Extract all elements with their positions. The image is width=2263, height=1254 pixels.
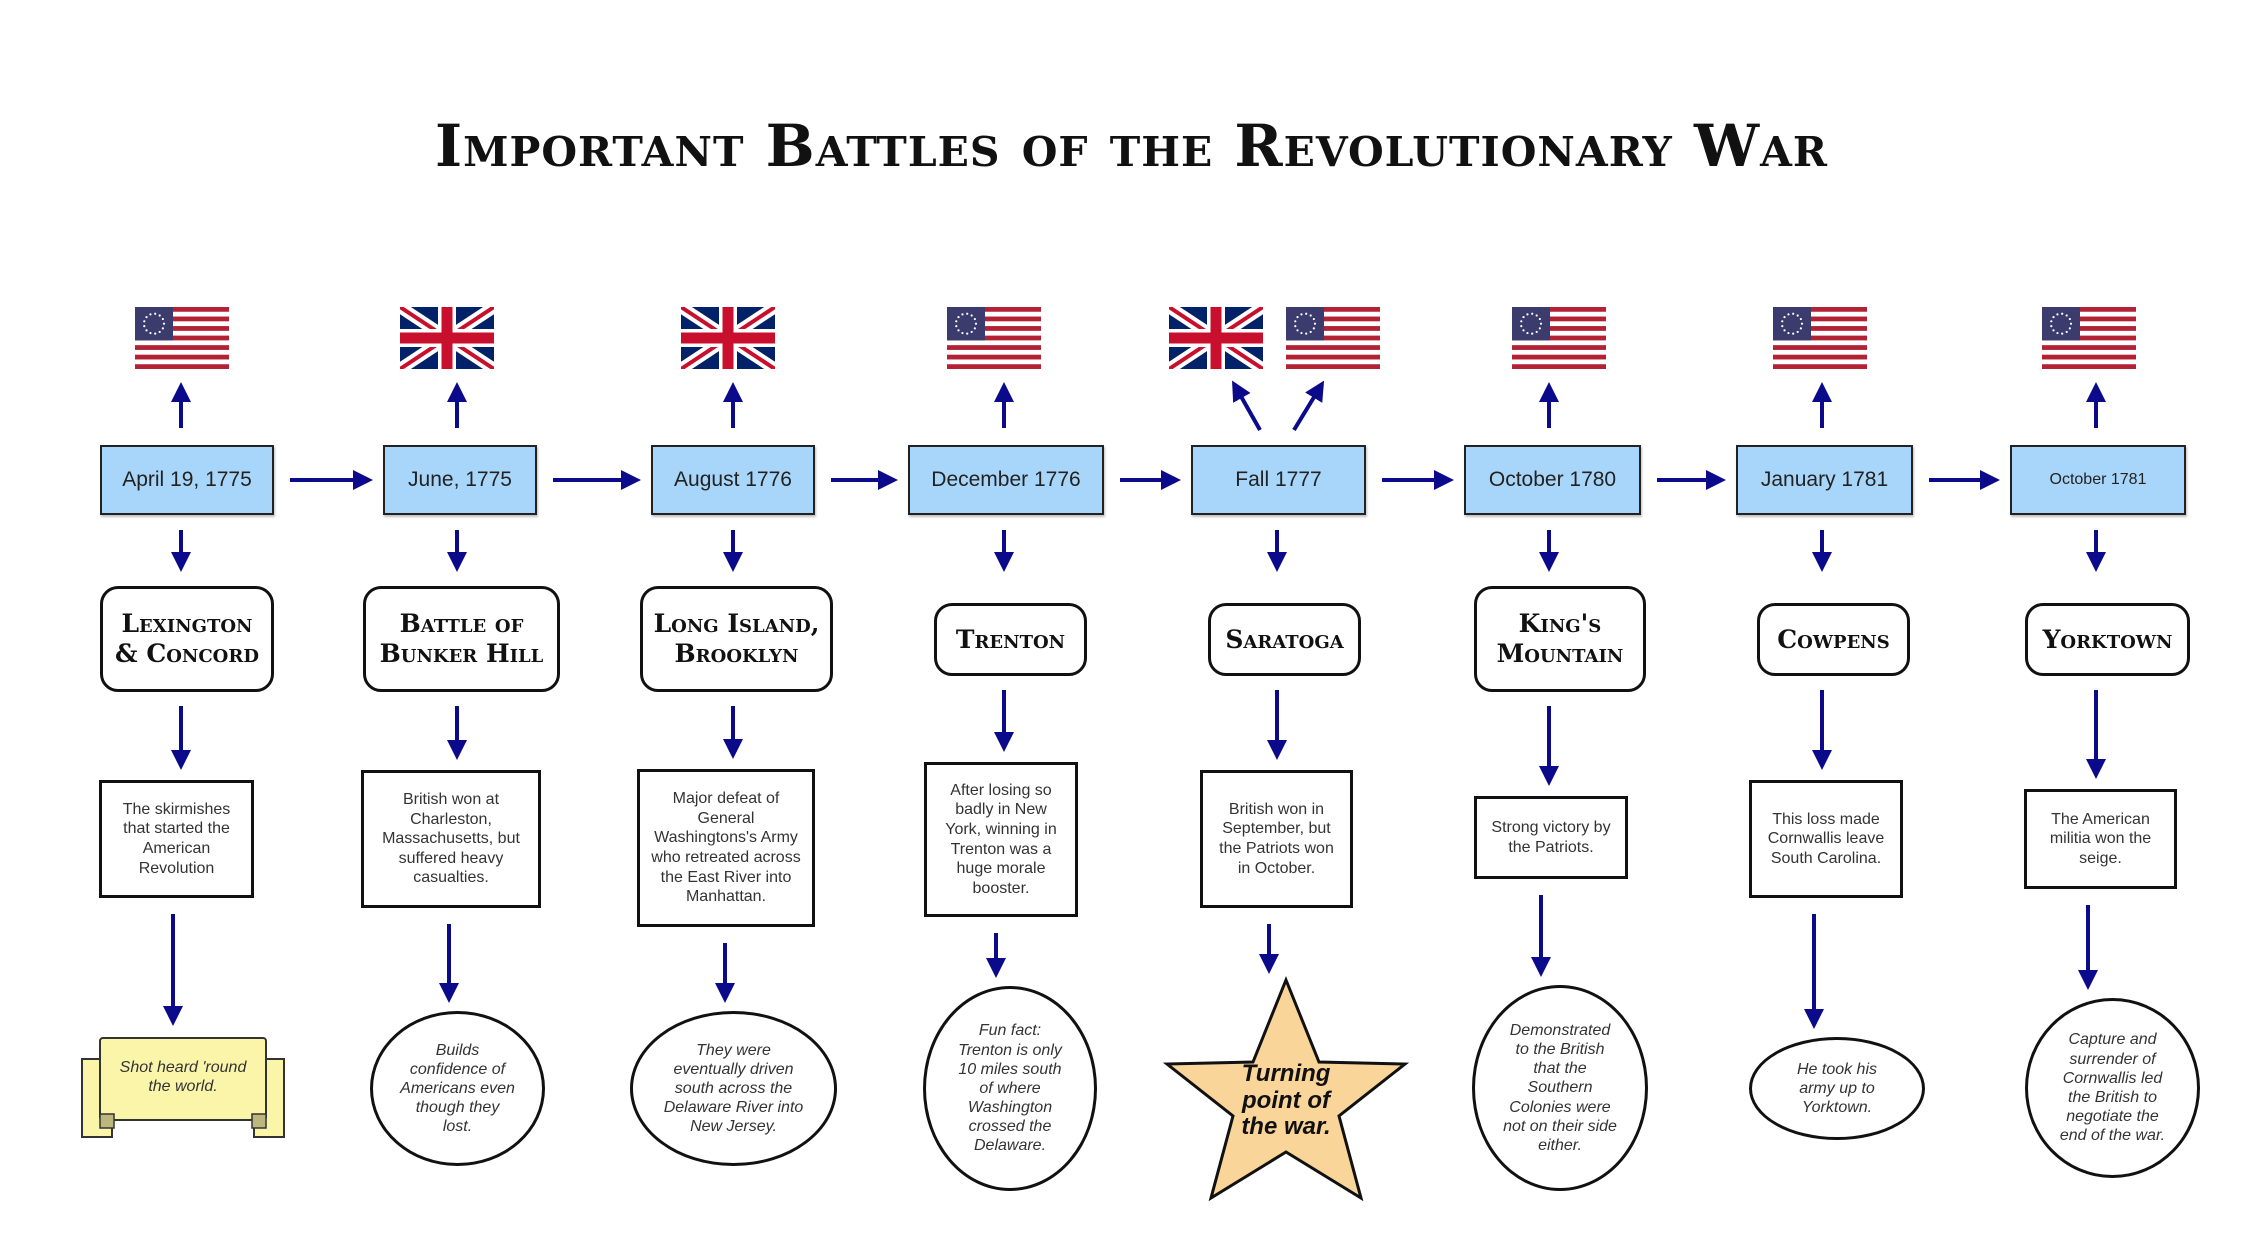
battle-name-box: Lexington & Concord [100, 586, 274, 692]
note-scroll-text: Shot heard 'round the world. [119, 1058, 247, 1095]
up-arrow [1232, 380, 1262, 431]
battle-name-box: Cowpens [1757, 603, 1910, 676]
british-flag-icon [396, 301, 498, 375]
date-box: October 1781 [2010, 445, 2186, 515]
date-box: January 1781 [1736, 445, 1913, 515]
battle-name-box: Battle of Bunker Hill [363, 586, 560, 692]
note-ellipse: He took his army up to Yorktown. [1749, 1037, 1925, 1140]
british-flag-icon [1165, 301, 1267, 375]
description-box: Strong victory by the Patriots. [1474, 796, 1628, 879]
battle-name-box: Trenton [934, 603, 1087, 676]
battle-name-box: Saratoga [1208, 603, 1361, 676]
british-flag-icon [677, 301, 779, 375]
note-ellipse: They were eventually driven south across… [630, 1011, 837, 1166]
american-flag-icon [2042, 307, 2136, 370]
note-ellipse: Fun fact: Trenton is only 10 miles south… [923, 986, 1097, 1191]
page-title: Important Battles of the Revolutionary W… [435, 112, 1828, 180]
description-box: Major defeat of General Washingtons's Ar… [637, 769, 815, 927]
note-scroll-shape [80, 1034, 286, 1145]
note-ellipse: Builds confidence of Americans even thou… [370, 1011, 545, 1166]
date-box: December 1776 [908, 445, 1104, 515]
american-flag-icon [135, 307, 229, 370]
american-flag-icon [947, 307, 1041, 370]
description-box: After losing so badly in New York, winni… [924, 762, 1078, 917]
american-flag-icon [1773, 307, 1867, 370]
note-ellipse: Demonstrated to the British that the Sou… [1472, 985, 1648, 1191]
note-ellipse: Capture and surrender of Cornwallis led … [2025, 998, 2200, 1178]
date-box: June, 1775 [383, 445, 537, 515]
battle-name-box: Yorktown [2025, 603, 2190, 676]
date-box: August 1776 [651, 445, 815, 515]
american-flag-icon [1286, 307, 1380, 370]
date-box: Fall 1777 [1191, 445, 1366, 515]
battle-name-box: Long Island, Brooklyn [640, 586, 833, 692]
description-box: British won at Charleston, Massachusetts… [361, 770, 541, 908]
description-box: The skirmishes that started the American… [99, 780, 254, 898]
description-box: The American militia won the seige. [2024, 789, 2177, 889]
date-box: April 19, 1775 [100, 445, 274, 515]
battle-name-box: King's Mountain [1474, 586, 1646, 692]
up-arrow [1292, 380, 1325, 432]
description-box: British won in September, but the Patrio… [1200, 770, 1353, 908]
american-flag-icon [1512, 307, 1606, 370]
note-star-shape [1162, 975, 1410, 1206]
description-box: This loss made Cornwallis leave South Ca… [1749, 780, 1903, 898]
date-box: October 1780 [1464, 445, 1641, 515]
note-star-text: Turning point of the war. [1241, 1060, 1331, 1141]
